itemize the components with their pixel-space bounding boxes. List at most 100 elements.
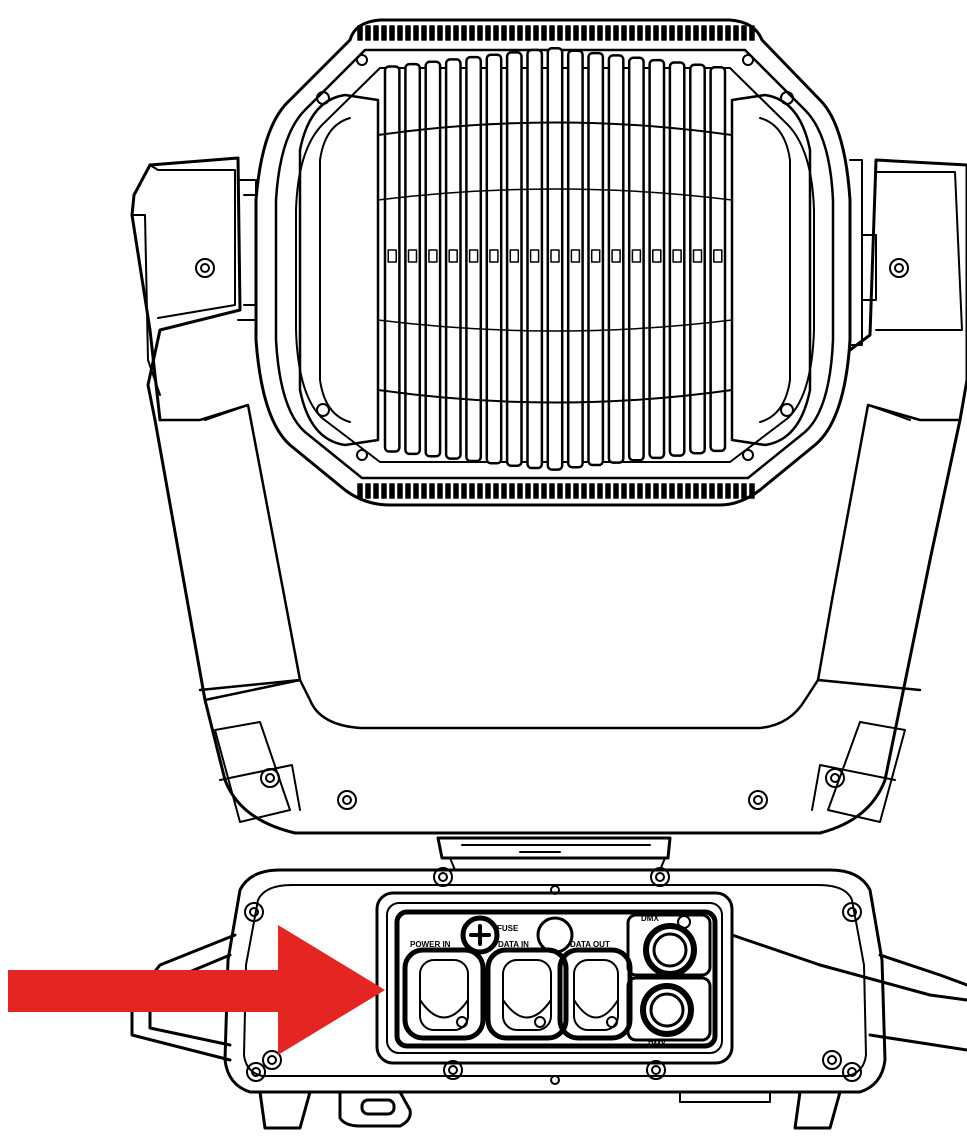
vent-slot xyxy=(469,25,475,41)
fin-marker xyxy=(713,249,723,263)
vent-slot xyxy=(741,25,747,41)
base-body xyxy=(223,868,887,1094)
fin-marker xyxy=(611,249,621,263)
vent-slot xyxy=(365,483,371,499)
clamp-bracket xyxy=(338,1090,412,1128)
data-out-socket xyxy=(557,947,633,1041)
vent-slot xyxy=(549,25,555,41)
vent-slot xyxy=(597,483,603,499)
vent-slot xyxy=(629,25,635,41)
base xyxy=(130,867,967,1130)
vent-slot xyxy=(621,483,627,499)
vent-slot xyxy=(741,483,747,499)
pan-bearing xyxy=(436,836,672,871)
vent-slot xyxy=(461,25,467,41)
vent-slot xyxy=(725,483,731,499)
vent-slot xyxy=(669,483,675,499)
vent-slot xyxy=(573,25,579,41)
fin-marker xyxy=(448,249,458,263)
vent-slot xyxy=(429,483,435,499)
vent-slot xyxy=(533,25,539,41)
vent-slot xyxy=(605,483,611,499)
vent-slot xyxy=(437,483,443,499)
vent-slot xyxy=(437,25,443,41)
fin-marker xyxy=(692,249,703,263)
vent-slot xyxy=(589,25,595,41)
pointer-arrow xyxy=(8,925,385,1055)
vent-slot xyxy=(493,25,499,41)
vent-slot xyxy=(749,25,755,41)
fin-marker xyxy=(570,249,581,263)
vent-slot xyxy=(373,25,379,41)
vent-slot xyxy=(533,483,539,499)
fin-marker xyxy=(468,249,479,263)
fin-marker xyxy=(672,249,682,263)
vent-slot xyxy=(581,483,587,499)
label-power-in: POWER IN xyxy=(410,940,451,949)
vent-slot xyxy=(605,25,611,41)
vent-slot xyxy=(453,483,459,499)
vent-slot xyxy=(717,25,723,41)
label-data-in: DATA IN xyxy=(498,940,529,949)
label-dmx-bottom: DMX xyxy=(648,1040,666,1049)
fin-marker xyxy=(550,249,560,263)
tilt-disc-left xyxy=(237,179,257,321)
vent-slot xyxy=(581,25,587,41)
vent-slot xyxy=(573,483,579,499)
connector-panel: FUSE POWER IN DATA IN DATA OUT DMX DMX xyxy=(375,891,734,1065)
vent-slot xyxy=(693,483,699,499)
label-fuse: FUSE xyxy=(497,924,519,933)
head-screws xyxy=(316,54,794,461)
vent-slot xyxy=(397,25,403,41)
vent-slot xyxy=(413,483,419,499)
vent-slot xyxy=(413,25,419,41)
yoke-head-right xyxy=(875,171,963,331)
vent-slot xyxy=(589,483,595,499)
vent-slot xyxy=(701,25,707,41)
fin-marker xyxy=(529,249,540,263)
vent-slot xyxy=(701,483,707,499)
top-vents xyxy=(357,25,755,41)
fin-marker xyxy=(387,249,397,263)
tilt-disc-right xyxy=(849,159,877,346)
blank-plug xyxy=(536,916,574,954)
vent-slot xyxy=(693,25,699,41)
foot-right xyxy=(793,1090,842,1130)
vent-slot xyxy=(621,25,627,41)
vent-slot xyxy=(709,25,715,41)
vent-slot xyxy=(597,25,603,41)
vent-slot xyxy=(509,483,515,499)
vent-slot xyxy=(709,483,715,499)
vent-slot xyxy=(477,25,483,41)
vent-slot xyxy=(749,483,755,499)
dmx-connector-top xyxy=(626,913,712,977)
fin-marker xyxy=(428,249,438,263)
vent-slot xyxy=(381,25,387,41)
vent-slot xyxy=(733,25,739,41)
label-dmx-top: DMX xyxy=(641,914,659,923)
vent-slot xyxy=(381,483,387,499)
yoke-screws xyxy=(195,258,909,810)
vent-slot xyxy=(453,25,459,41)
vent-slot xyxy=(613,483,619,499)
fin-marker xyxy=(652,249,662,263)
vent-slot xyxy=(645,25,651,41)
vent-slot xyxy=(565,483,571,499)
vent-slot xyxy=(405,483,411,499)
fin-marker xyxy=(489,249,499,263)
fuse-holder xyxy=(460,915,500,955)
vent-slot xyxy=(501,25,507,41)
vent-slot xyxy=(357,483,363,499)
power-in-socket xyxy=(402,947,486,1041)
vent-slot xyxy=(525,483,531,499)
yoke-head-left xyxy=(149,164,236,319)
vent-slot xyxy=(517,483,523,499)
vent-slot xyxy=(685,25,691,41)
fin-marker xyxy=(509,249,520,263)
vent-slot xyxy=(685,483,691,499)
vent-slot xyxy=(373,483,379,499)
dmx-connector-bottom xyxy=(626,976,712,1042)
vent-slot xyxy=(485,483,491,499)
vent-slot xyxy=(613,25,619,41)
